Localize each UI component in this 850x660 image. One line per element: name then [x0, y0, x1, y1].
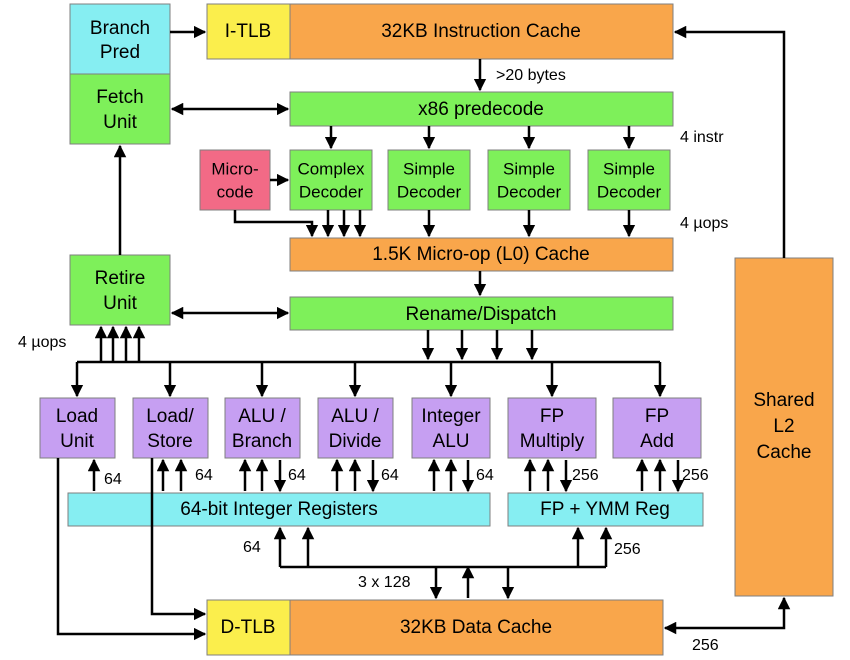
fp-multiply-line2: Multiply	[520, 431, 585, 452]
alu-branch-block: ALU / Branch	[224, 397, 301, 459]
simple-decoder-1-line1: Simple	[403, 159, 455, 178]
simple-decoder-3-line1: Simple	[603, 159, 655, 178]
width-256-fpa: 256	[682, 467, 709, 484]
uops-right-annotation: 4 µops	[680, 215, 728, 232]
fetch-unit-line1: Fetch	[96, 87, 144, 108]
l2-line2: L2	[773, 416, 794, 437]
dtlb-label: D-TLB	[221, 617, 276, 638]
simple-decoder-1-line2: Decoder	[397, 182, 462, 201]
branch-pred-box	[69, 3, 171, 75]
fp-add-block: FP Add	[612, 397, 702, 459]
load-unit-line1: Load	[56, 406, 98, 427]
icache-block: 32KB Instruction Cache	[289, 3, 674, 60]
l2-to-icache-arrow	[673, 25, 786, 258]
l2-line3: Cache	[757, 442, 812, 463]
simple-decoder-2-block: Simple Decoder	[487, 149, 571, 211]
width-256-fpreg: 256	[614, 541, 641, 558]
int-regs-block: 64-bit Integer Registers	[67, 492, 491, 527]
microcode-line1: Micro-	[211, 159, 258, 178]
integer-alu-line2: ALU	[433, 431, 470, 452]
l2-line1: Shared	[753, 390, 814, 411]
width-64-ls: 64	[195, 467, 213, 484]
dcache-label: 32KB Data Cache	[400, 617, 552, 638]
branch-pred-line1: Branch	[90, 18, 150, 39]
predecode-label: x86 predecode	[418, 99, 544, 120]
retire-unit-line1: Retire	[95, 268, 146, 289]
fp-regs-label: FP + YMM Reg	[540, 499, 670, 520]
width-64-alub: 64	[288, 467, 306, 484]
integer-alu-block: Integer ALU	[411, 397, 491, 459]
uop-cache-label: 1.5K Micro-op (L0) Cache	[372, 244, 590, 265]
branch-pred-block: Branch Pred	[69, 3, 171, 75]
branch-pred-line2: Pred	[100, 42, 140, 63]
connections	[56, 25, 791, 641]
fp-add-line1: FP	[645, 406, 669, 427]
load-store-block: Load/ Store	[132, 397, 209, 459]
width-256-l2: 256	[692, 637, 719, 654]
complex-decoder-line1: Complex	[297, 159, 365, 178]
load-unit-block: Load Unit	[39, 397, 116, 459]
bytes-annotation: >20 bytes	[496, 67, 566, 84]
rename-label: Rename/Dispatch	[405, 304, 556, 325]
load-to-dtlb-arrow	[56, 458, 207, 641]
uops-left-annotation: 4 µops	[18, 334, 66, 351]
alu-divide-line1: ALU /	[331, 406, 379, 427]
width-64-load: 64	[104, 471, 122, 488]
microcode-block: Micro- code	[199, 149, 271, 211]
alu-divide-block: ALU / Divide	[317, 397, 394, 459]
simple-decoder-2-line1: Simple	[503, 159, 555, 178]
predecode-block: x86 predecode	[289, 91, 674, 127]
width-64-alud: 64	[381, 467, 399, 484]
load-store-line1: Load/	[146, 406, 194, 427]
width-3x128: 3 x 128	[358, 574, 411, 591]
itlb-block: I-TLB	[206, 3, 291, 60]
complex-decoder-line2: Decoder	[299, 182, 364, 201]
alu-branch-line2: Branch	[232, 431, 292, 452]
retire-unit-line2: Unit	[103, 293, 138, 314]
microcode-line2: code	[217, 182, 254, 201]
dcache-l2-arrow	[663, 596, 791, 635]
fp-regs-block: FP + YMM Reg	[507, 492, 704, 527]
microcode-to-uopcache-arrow	[233, 210, 319, 238]
loadstore-to-dtlb-arrow	[150, 458, 207, 621]
itlb-label: I-TLB	[225, 21, 271, 42]
fp-multiply-line1: FP	[540, 406, 564, 427]
dcache-block: 32KB Data Cache	[289, 599, 664, 656]
simple-decoder-2-line2: Decoder	[497, 182, 562, 201]
simple-decoder-1-block: Simple Decoder	[387, 149, 471, 211]
load-unit-line2: Unit	[60, 431, 95, 452]
annotations: >20 bytes 4 instr 4 µops 4 µops 64 64 64…	[18, 67, 728, 654]
uop-cache-block: 1.5K Micro-op (L0) Cache	[289, 237, 674, 272]
retire-unit-block: Retire Unit	[69, 254, 171, 326]
dtlb-block: D-TLB	[206, 599, 291, 656]
fetch-unit-line2: Unit	[103, 112, 138, 133]
load-store-line2: Store	[147, 431, 192, 452]
complex-decoder-block: Complex Decoder	[289, 149, 373, 211]
alu-branch-line1: ALU /	[238, 406, 286, 427]
icache-label: 32KB Instruction Cache	[381, 21, 581, 42]
alu-divide-line2: Divide	[329, 431, 382, 452]
simple-decoder-3-block: Simple Decoder	[587, 149, 671, 211]
fp-multiply-block: FP Multiply	[507, 397, 597, 459]
width-64-intreg: 64	[243, 539, 261, 556]
fp-add-line2: Add	[640, 431, 674, 452]
integer-alu-line1: Integer	[421, 406, 481, 427]
int-regs-label: 64-bit Integer Registers	[180, 499, 378, 520]
fetch-unit-block: Fetch Unit	[69, 73, 171, 145]
width-64-ialu: 64	[476, 467, 494, 484]
width-256-fpm: 256	[572, 467, 599, 484]
rename-block: Rename/Dispatch	[289, 296, 674, 331]
simple-decoder-3-line2: Decoder	[597, 182, 662, 201]
l2-cache-block: Shared L2 Cache	[734, 257, 834, 597]
instr-annotation: 4 instr	[680, 129, 724, 146]
